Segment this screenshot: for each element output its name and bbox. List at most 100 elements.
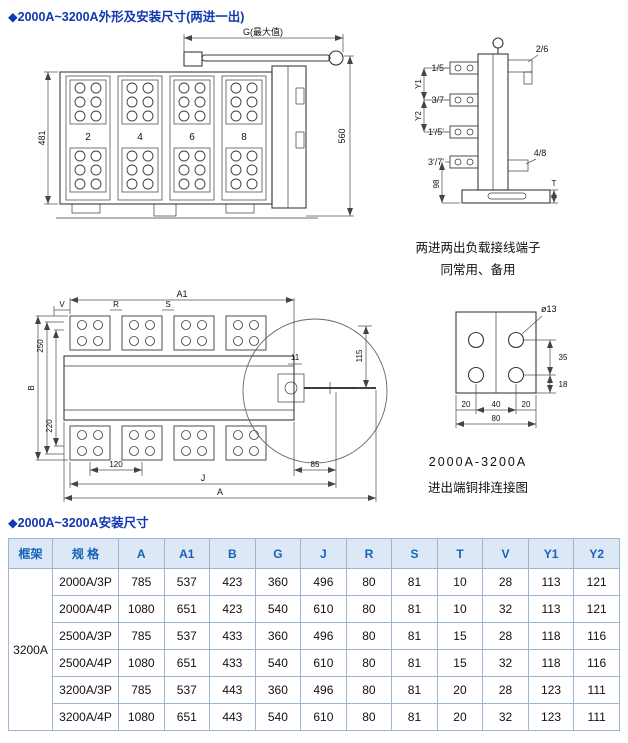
detail-balloon-circle [242, 318, 388, 464]
spec-cell: 2000A/3P [52, 568, 119, 596]
value-cell: 540 [254, 703, 302, 731]
detail-caption-line1: 2000A-3200A [428, 455, 528, 469]
value-cell: 123 [527, 676, 575, 704]
value-cell: 113 [527, 568, 575, 596]
dim-250-lines [44, 321, 64, 455]
value-cell: 651 [163, 649, 211, 677]
plan-view-body [63, 315, 376, 461]
dim-220-lines [53, 329, 64, 447]
value-cell: 496 [300, 676, 347, 704]
value-cell: 81 [391, 595, 438, 623]
table-header-3: A1 [163, 538, 211, 569]
table-header-11: Y1 [527, 538, 575, 569]
value-cell: 116 [573, 622, 620, 650]
dim-11-label: 11 [291, 353, 300, 362]
value-cell: 80 [345, 568, 393, 596]
spec-cell: 2500A/4P [52, 649, 119, 677]
plan-view-drawing: A1 V R S B 250 [27, 286, 392, 511]
value-cell: 80 [345, 676, 393, 704]
value-cell: 610 [300, 649, 347, 677]
table-header-10: V [482, 538, 529, 569]
value-cell: 496 [300, 622, 347, 650]
dim-80-label: 80 [492, 414, 501, 423]
spec-cell: 3200A/3P [52, 676, 119, 704]
value-cell: 1080 [118, 595, 165, 623]
dim-18-label: 18 [559, 380, 568, 389]
dim-b-lines [35, 315, 68, 461]
value-cell: 610 [300, 703, 347, 731]
busbar-detail-drawing: ø13 35 18 20 40 20 [428, 298, 578, 448]
frame-cell: 3200A [8, 568, 53, 731]
value-cell: 80 [345, 622, 393, 650]
value-cell: 80 [345, 703, 393, 731]
value-cell: 1080 [118, 703, 165, 731]
dim-40-label: 40 [492, 400, 501, 409]
value-cell: 540 [254, 595, 302, 623]
dim-a1-label: A1 [176, 289, 187, 299]
operating-handle [183, 50, 344, 67]
dim-g-label: G(最大值) [243, 26, 283, 37]
value-cell: 651 [163, 703, 211, 731]
table-header-7: R [345, 538, 393, 569]
spec-cell: 3200A/4P [52, 703, 119, 731]
table-header-0: 框架 [8, 538, 53, 569]
value-cell: 15 [436, 622, 484, 650]
value-cell: 537 [163, 568, 211, 596]
table-header-1: 规 格 [52, 538, 119, 569]
dim-g-lines [183, 34, 344, 52]
terminal-label-4-8: 4/8 [534, 148, 547, 158]
pole-label-2: 2 [85, 132, 91, 143]
value-cell: 32 [482, 649, 529, 677]
spec-cell: 2000A/4P [52, 595, 119, 623]
value-cell: 116 [573, 649, 620, 677]
dim-a-label: A [217, 487, 223, 497]
dim-a1-lines [69, 297, 295, 354]
pole-label-6: 6 [189, 132, 195, 143]
value-cell: 81 [391, 649, 438, 677]
table-header-2: A [118, 538, 165, 569]
dim-481-lines [44, 71, 58, 205]
value-cell: 10 [436, 595, 484, 623]
dim-250-label: 250 [36, 339, 45, 353]
value-cell: 81 [391, 676, 438, 704]
front-view-body [56, 65, 318, 219]
dim-j-lines [69, 462, 336, 488]
dim-115-label: 115 [355, 349, 364, 362]
value-cell: 118 [527, 649, 575, 677]
value-cell: 433 [209, 649, 256, 677]
value-cell: 20 [436, 703, 484, 731]
spec-cell: 2500A/3P [52, 622, 119, 650]
value-cell: 651 [163, 595, 211, 623]
table-header-5: G [254, 538, 302, 569]
value-cell: 15 [436, 649, 484, 677]
dim-t-lines [550, 189, 558, 204]
dim-y1-label: Y1 [414, 79, 423, 89]
value-cell: 360 [254, 622, 302, 650]
value-cell: 360 [254, 676, 302, 704]
value-cell: 443 [209, 703, 256, 731]
value-cell: 113 [527, 595, 575, 623]
value-cell: 32 [482, 595, 529, 623]
dim-35-18-lines [524, 339, 556, 394]
value-cell: 28 [482, 676, 529, 704]
dim-115-lines [358, 325, 372, 389]
dim-y2-lines [421, 100, 448, 133]
value-cell: 1080 [118, 649, 165, 677]
value-cell: 81 [391, 703, 438, 731]
value-cell: 28 [482, 568, 529, 596]
dim-y1-lines [421, 67, 448, 101]
dim-20-left-label: 20 [462, 400, 471, 409]
side-view-caption-line2: 同常用、备用 [440, 263, 516, 277]
value-cell: 423 [209, 595, 256, 623]
dim-a-lines [63, 390, 377, 502]
value-cell: 433 [209, 622, 256, 650]
table-header-12: Y2 [573, 538, 620, 569]
value-cell: 81 [391, 568, 438, 596]
table-header-4: B [209, 538, 256, 569]
value-cell: 118 [527, 622, 575, 650]
value-cell: 111 [573, 703, 620, 731]
dim-98-label: 98 [432, 179, 441, 188]
table-header-9: T [436, 538, 484, 569]
